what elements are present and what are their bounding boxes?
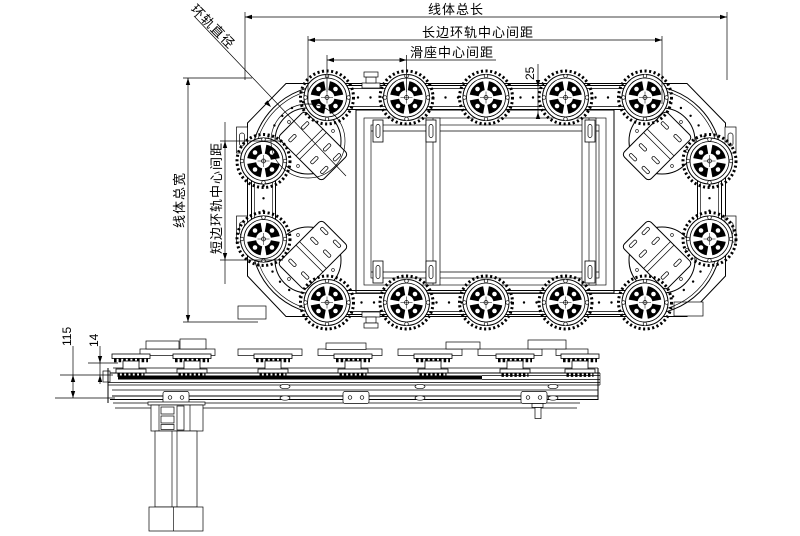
chain-dot (689, 114, 692, 118)
dimension-overall-height: 115 (55, 327, 115, 399)
chain-dot (671, 295, 675, 298)
chain-dot (360, 301, 363, 304)
sprocket (378, 274, 435, 331)
side-flange-upper (110, 352, 152, 363)
sprocket (458, 69, 514, 126)
side-flange-upper (171, 352, 213, 363)
side-foot-bolt (531, 403, 544, 419)
chain-dot (708, 197, 711, 200)
side-flange-lower (416, 367, 450, 377)
frame-bracket (372, 119, 384, 143)
chain-dot (606, 96, 610, 99)
side-flange-upper (494, 352, 536, 363)
track-clamp-top (361, 71, 381, 89)
chain-dot (519, 96, 522, 99)
dimension-short-side-centers: 短边环轨中心间距 (209, 122, 283, 284)
corner-carriage (621, 107, 696, 182)
chain-dot (531, 96, 535, 99)
side-flange-upper (412, 352, 454, 363)
side-flange-lower (175, 367, 209, 377)
dim-label-short-side-centers: 短边环轨中心间距 (209, 142, 224, 254)
chain-dot (679, 106, 683, 110)
frame-bracket (425, 260, 437, 284)
side-flange-lower (336, 367, 370, 377)
chain-dot (372, 301, 376, 304)
side-carriage-plates (139, 338, 589, 356)
track-clamp-bottom (361, 311, 381, 329)
side-flange-upper (559, 352, 601, 363)
dim-label-ring-diameter: 环轨直径 (188, 2, 238, 52)
casing-step-bl (237, 305, 267, 320)
side-view: 115 14 (55, 327, 601, 532)
chain-dot (597, 301, 601, 304)
side-mount-plates (162, 391, 548, 404)
chain-dot (435, 301, 438, 304)
frame-bracket (584, 260, 596, 284)
chain-dot (535, 301, 538, 304)
wheel-pedestal (506, 360, 524, 370)
chain-dot (278, 280, 282, 283)
dimension-total-length: 线体总长 (244, 2, 728, 80)
side-flange-lower (114, 367, 148, 377)
sprocket (458, 274, 514, 331)
chain-dot (356, 96, 360, 99)
dim-label-slide-pitch: 滑座中心间距 (410, 45, 494, 60)
chain-dot (594, 96, 597, 99)
wheel-pedestal (571, 360, 589, 370)
side-flange-lower (256, 367, 290, 377)
chain-dot (699, 270, 702, 273)
chain-dot (610, 301, 613, 304)
frame-bracket (372, 260, 384, 284)
side-flange-lower (498, 367, 532, 377)
corner-carriage (621, 219, 696, 294)
frame-bracket (425, 119, 437, 143)
dimension-long-side-centers: 长边环轨中心间距 (307, 25, 663, 104)
dim-label-total-length: 线体总长 (428, 2, 484, 17)
support-leg (147, 401, 206, 532)
dimension-total-width: 线体总宽 (172, 77, 258, 323)
side-wheel-assemblies (110, 352, 601, 377)
chain-dot (262, 197, 265, 200)
side-slots (279, 383, 559, 401)
wheel-pedestal (122, 360, 140, 370)
wheel-pedestal (424, 360, 442, 370)
chain-dot (682, 288, 685, 292)
chain-dot (691, 280, 695, 283)
chain-dot (369, 96, 372, 99)
inner-frame (355, 109, 615, 294)
side-flange-lower (563, 367, 597, 377)
chain-dot (522, 301, 526, 304)
dim-label-overall-height: 115 (60, 327, 74, 346)
dim-label-track-offset: 25 (523, 66, 537, 80)
wheel-pedestal (344, 360, 362, 370)
dim-label-long-side-centers: 长边环轨中心间距 (422, 25, 534, 40)
wheel-pedestal (183, 360, 201, 370)
dimension-slide-pitch: 滑座中心间距 (326, 45, 496, 92)
sprockets (235, 69, 738, 331)
plan-view: 环轨直径 线体总长 长边环轨中心间距 滑座中心间距 (172, 2, 738, 331)
chain-dot (288, 288, 291, 292)
side-flange-upper (332, 352, 374, 363)
chain-dot (271, 270, 274, 273)
dimension-track-offset: 25 (523, 64, 541, 119)
corner-carriages (274, 107, 696, 294)
dimension-rail-gap: 14 (87, 333, 118, 384)
frame-brackets (372, 119, 596, 284)
dim-label-total-width: 线体总宽 (172, 172, 187, 228)
chain-dot (697, 124, 700, 127)
side-flange-upper (252, 352, 294, 363)
chain-dot (301, 101, 305, 104)
chain-dot (703, 135, 706, 138)
dim-label-rail-gap: 14 (87, 333, 101, 347)
chain-dot (447, 301, 451, 304)
chain-dot (444, 96, 447, 99)
frame-bracket (584, 119, 596, 143)
wheel-pedestal (264, 360, 282, 370)
sprocket (537, 69, 594, 126)
